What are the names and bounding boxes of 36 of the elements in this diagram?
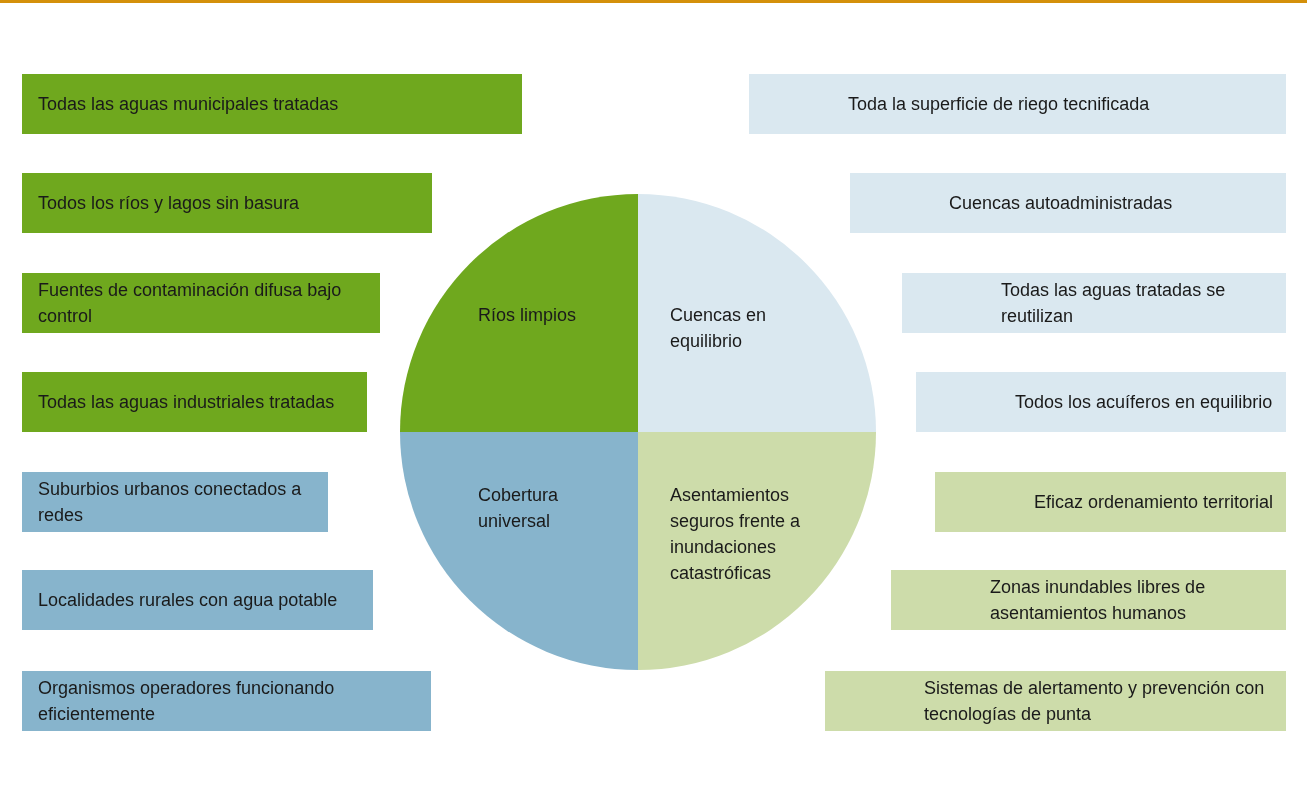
goal-box xyxy=(22,173,432,233)
node-text: Ríos limpios xyxy=(478,304,578,327)
node-text: Sistemas de alertamento y prevención con tecnologías de punta xyxy=(924,677,1266,726)
node-text: Cuencas en equilibrio xyxy=(670,304,768,353)
node-text: Cuencas autoadministradas xyxy=(949,192,1173,215)
goal-box xyxy=(22,74,522,134)
goal-box xyxy=(825,671,1286,731)
goal-box xyxy=(22,273,380,333)
pie-quadrant xyxy=(400,432,638,670)
goal-box xyxy=(916,372,1286,432)
node-text: Organismos operadores funcionando eficientemente xyxy=(38,677,336,726)
node-text: Localidades rurales con agua potable xyxy=(38,589,338,612)
node-text: Todos los acuíferos en equilibrio xyxy=(1015,391,1273,414)
goal-box xyxy=(22,671,431,731)
goal-box xyxy=(22,570,373,630)
node-text: Todas las aguas industriales tratadas xyxy=(38,391,335,414)
node-text: Eficaz ordenamiento territorial xyxy=(1034,491,1274,514)
goal-box xyxy=(891,570,1286,630)
node-text: Todas las aguas municipales tratadas xyxy=(38,93,339,116)
node-text: Suburbios urbanos conectados a redes xyxy=(38,478,303,527)
goal-box xyxy=(22,472,328,532)
node-text: Todas las aguas tratadas se reutilizan xyxy=(1001,279,1227,328)
goal-box xyxy=(902,273,1286,333)
pie-quadrant xyxy=(638,432,876,670)
goal-box xyxy=(850,173,1286,233)
node-text: Toda la superficie de riego tecnificada xyxy=(848,93,1150,116)
pie-quadrant xyxy=(638,194,876,432)
node-text: Asentamientos seguros frente a inundaciones catastróficas xyxy=(670,484,802,585)
node-text: Cobertura universal xyxy=(478,484,560,533)
node-text: Zonas inundables libres de asentamientos humanos xyxy=(990,576,1207,625)
goal-box xyxy=(22,372,367,432)
node-text: Fuentes de contaminación difusa bajo control xyxy=(38,279,343,328)
goal-box xyxy=(749,74,1286,134)
node-text: Todos los ríos y lagos sin basura xyxy=(38,192,300,215)
goal-box xyxy=(935,472,1286,532)
pie-quadrant xyxy=(400,194,638,432)
